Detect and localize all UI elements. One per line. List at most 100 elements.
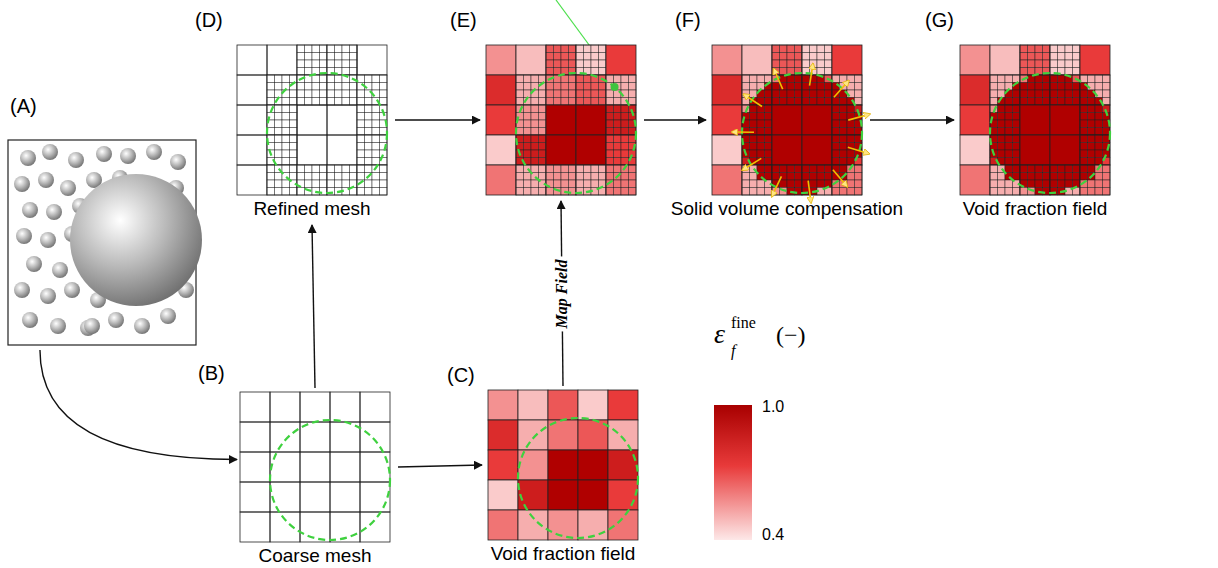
fine-cell xyxy=(840,150,848,158)
fine-cell xyxy=(1080,120,1088,128)
fine-cell xyxy=(780,60,788,68)
fine-cell xyxy=(1028,60,1036,68)
fine-cell xyxy=(561,83,569,91)
coarse-cell xyxy=(1020,45,1050,75)
fine-cell xyxy=(1005,105,1013,113)
fine-cell xyxy=(554,165,562,173)
fine-cell xyxy=(614,158,622,166)
fine-cell xyxy=(516,75,524,83)
fine-cell xyxy=(350,98,358,106)
fine-cell xyxy=(1013,98,1021,106)
fine-cell xyxy=(1043,165,1051,173)
fine-cell xyxy=(320,53,328,61)
fine-cell xyxy=(1005,120,1013,128)
fine-cell xyxy=(357,188,365,196)
fine-cell xyxy=(327,60,335,68)
fine-cell xyxy=(1088,120,1096,128)
fine-cell xyxy=(832,98,840,106)
coarse-cell xyxy=(267,135,297,165)
fine-cell xyxy=(1095,173,1103,181)
coarse-cell xyxy=(990,135,1020,165)
fine-cell xyxy=(832,143,840,151)
coarse-cell xyxy=(546,105,576,135)
coarse-cell xyxy=(237,135,267,165)
fine-cell xyxy=(275,105,283,113)
fine-cell xyxy=(1005,128,1013,136)
fine-cell xyxy=(569,165,577,173)
fine-cell xyxy=(855,188,863,196)
coarse-cell xyxy=(990,165,1020,195)
mesh-panel: (C)Void fraction field xyxy=(488,390,638,540)
fine-cell xyxy=(275,188,283,196)
fine-cell xyxy=(757,180,765,188)
fine-cell xyxy=(584,98,592,106)
fine-cell xyxy=(524,150,532,158)
coarse-cell xyxy=(960,135,990,165)
fine-cell xyxy=(802,60,810,68)
coarse-cell xyxy=(578,390,608,420)
fine-cell xyxy=(297,60,305,68)
fine-cell xyxy=(335,165,343,173)
fine-cell xyxy=(531,128,539,136)
fine-cell xyxy=(569,83,577,91)
fine-cell xyxy=(750,150,758,158)
coarse-cell xyxy=(488,420,518,450)
fine-cell xyxy=(282,180,290,188)
fine-cell xyxy=(810,45,818,53)
fine-cell xyxy=(810,165,818,173)
coarse-cell xyxy=(357,45,387,75)
fine-cell xyxy=(576,180,584,188)
fine-cell xyxy=(561,60,569,68)
fine-cell xyxy=(772,98,780,106)
coarse-cell xyxy=(488,510,518,540)
fine-cell xyxy=(569,173,577,181)
fine-cell xyxy=(282,143,290,151)
particle-outline xyxy=(518,418,638,538)
coarse-cell xyxy=(267,45,297,75)
coarse-cell xyxy=(832,45,862,75)
fine-cell xyxy=(1073,98,1081,106)
large-particle xyxy=(70,174,202,306)
small-particle xyxy=(170,154,186,170)
fine-cell xyxy=(1035,75,1043,83)
fine-cell xyxy=(591,53,599,61)
fine-cell xyxy=(282,158,290,166)
fine-cell xyxy=(832,165,840,173)
fine-cell xyxy=(561,173,569,181)
fine-cell xyxy=(621,75,629,83)
fine-cell xyxy=(531,113,539,121)
fine-cell xyxy=(795,165,803,173)
coarse-cell xyxy=(486,45,516,75)
fine-cell xyxy=(372,180,380,188)
fine-cell xyxy=(772,165,780,173)
mesh-panel: (G)Void fraction field xyxy=(960,45,1110,195)
fine-cell xyxy=(1073,165,1081,173)
fine-cell xyxy=(554,53,562,61)
fine-cell xyxy=(606,158,614,166)
fine-cell xyxy=(290,105,298,113)
fine-cell xyxy=(847,120,855,128)
fine-cell xyxy=(312,173,320,181)
fine-cell xyxy=(810,98,818,106)
fine-cell xyxy=(380,173,388,181)
fine-cell xyxy=(350,68,358,76)
fine-cell xyxy=(817,60,825,68)
fine-cell xyxy=(1065,180,1073,188)
fine-cell xyxy=(327,90,335,98)
mesh-panel: (D)Refined mesh xyxy=(237,45,387,195)
fine-cell xyxy=(305,68,313,76)
small-particle xyxy=(64,282,80,298)
fine-cell xyxy=(342,53,350,61)
fine-cell xyxy=(629,83,637,91)
fine-cell xyxy=(757,188,765,196)
fine-cell xyxy=(591,68,599,76)
fine-cell xyxy=(787,45,795,53)
fine-cell xyxy=(840,113,848,121)
fine-cell xyxy=(576,60,584,68)
small-particle xyxy=(68,152,84,168)
fine-cell xyxy=(1095,158,1103,166)
fine-cell xyxy=(591,83,599,91)
fine-cell xyxy=(606,128,614,136)
fine-cell xyxy=(1088,113,1096,121)
fine-cell xyxy=(990,165,998,173)
